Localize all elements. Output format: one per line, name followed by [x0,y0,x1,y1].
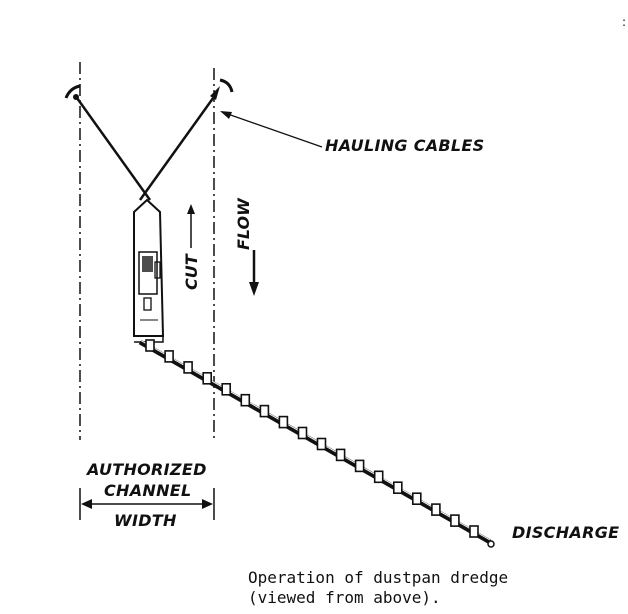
width-label: WIDTH [114,511,177,530]
pontoon-float [450,514,460,527]
pontoon-float [411,492,422,506]
left-hauling-cable [75,97,152,201]
pontoon-float [183,361,193,374]
pontoon-float [392,481,403,495]
pontoon-float [297,426,308,440]
pontoon-float [145,339,155,352]
cut-label: CUT [182,254,201,290]
cut-arrow [187,204,195,248]
hauling-cables-label: HAULING CABLES [325,136,485,155]
corner-mark: : [622,15,626,29]
pontoon-float [278,415,289,429]
pontoon-float [431,503,441,516]
pontoon-float [164,350,174,363]
pontoon-float [373,470,384,484]
hauling-cables-pointer [220,111,323,148]
dredge-hull [133,198,165,343]
pontoon-float [221,382,231,396]
discharge-label: DISCHARGE [512,523,620,542]
pontoon-float [259,404,270,418]
authorized-label: AUTHORIZED [87,460,207,479]
right-hauling-cable [138,93,218,201]
pontoon-float [240,393,251,407]
channel-label: CHANNEL [104,481,192,500]
pontoon-float [354,459,365,473]
pontoon-float [469,525,479,538]
flow-label: FLOW [234,198,253,250]
discharge-pipeline [138,339,495,548]
pontoon-float [316,437,327,451]
channel-width-dimension [79,488,215,520]
right-anchor-icon [210,78,234,100]
pipeline-outlet [487,540,495,548]
pontoon-float [202,371,212,385]
caption-line-2: (viewed from above). [248,588,441,607]
flow-arrow [249,250,259,296]
caption-line-1: Operation of dustpan dredge [248,568,509,587]
pontoon-float [335,448,346,462]
